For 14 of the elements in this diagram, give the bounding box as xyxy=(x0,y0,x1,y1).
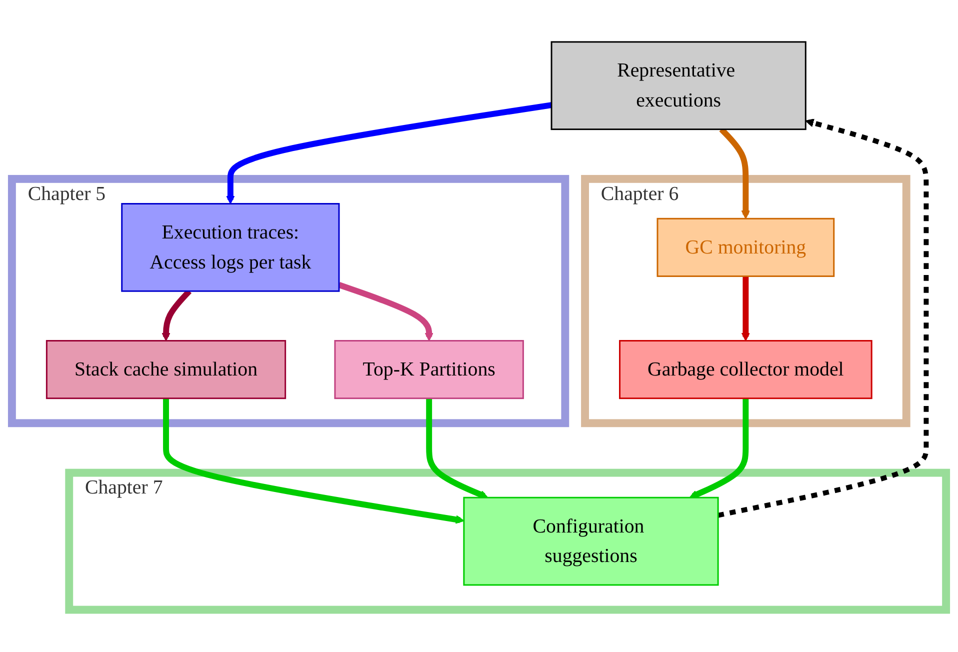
arrow xyxy=(338,282,434,342)
node-box: Top-K Partitions xyxy=(334,340,524,400)
arrow xyxy=(226,102,552,204)
node-box: Garbage collector model xyxy=(619,340,872,400)
node-box: GC monitoring xyxy=(656,218,835,278)
arrow xyxy=(689,398,749,499)
arrow xyxy=(163,398,464,524)
node-box: Configuration suggestions xyxy=(463,497,719,586)
arrow xyxy=(718,118,929,518)
arrow xyxy=(741,276,750,342)
node-box: Representative executions xyxy=(550,41,806,130)
arrow xyxy=(426,398,488,499)
node-box: Execution traces: Access logs per task xyxy=(121,203,340,292)
node-box: Stack cache simulation xyxy=(46,340,286,400)
